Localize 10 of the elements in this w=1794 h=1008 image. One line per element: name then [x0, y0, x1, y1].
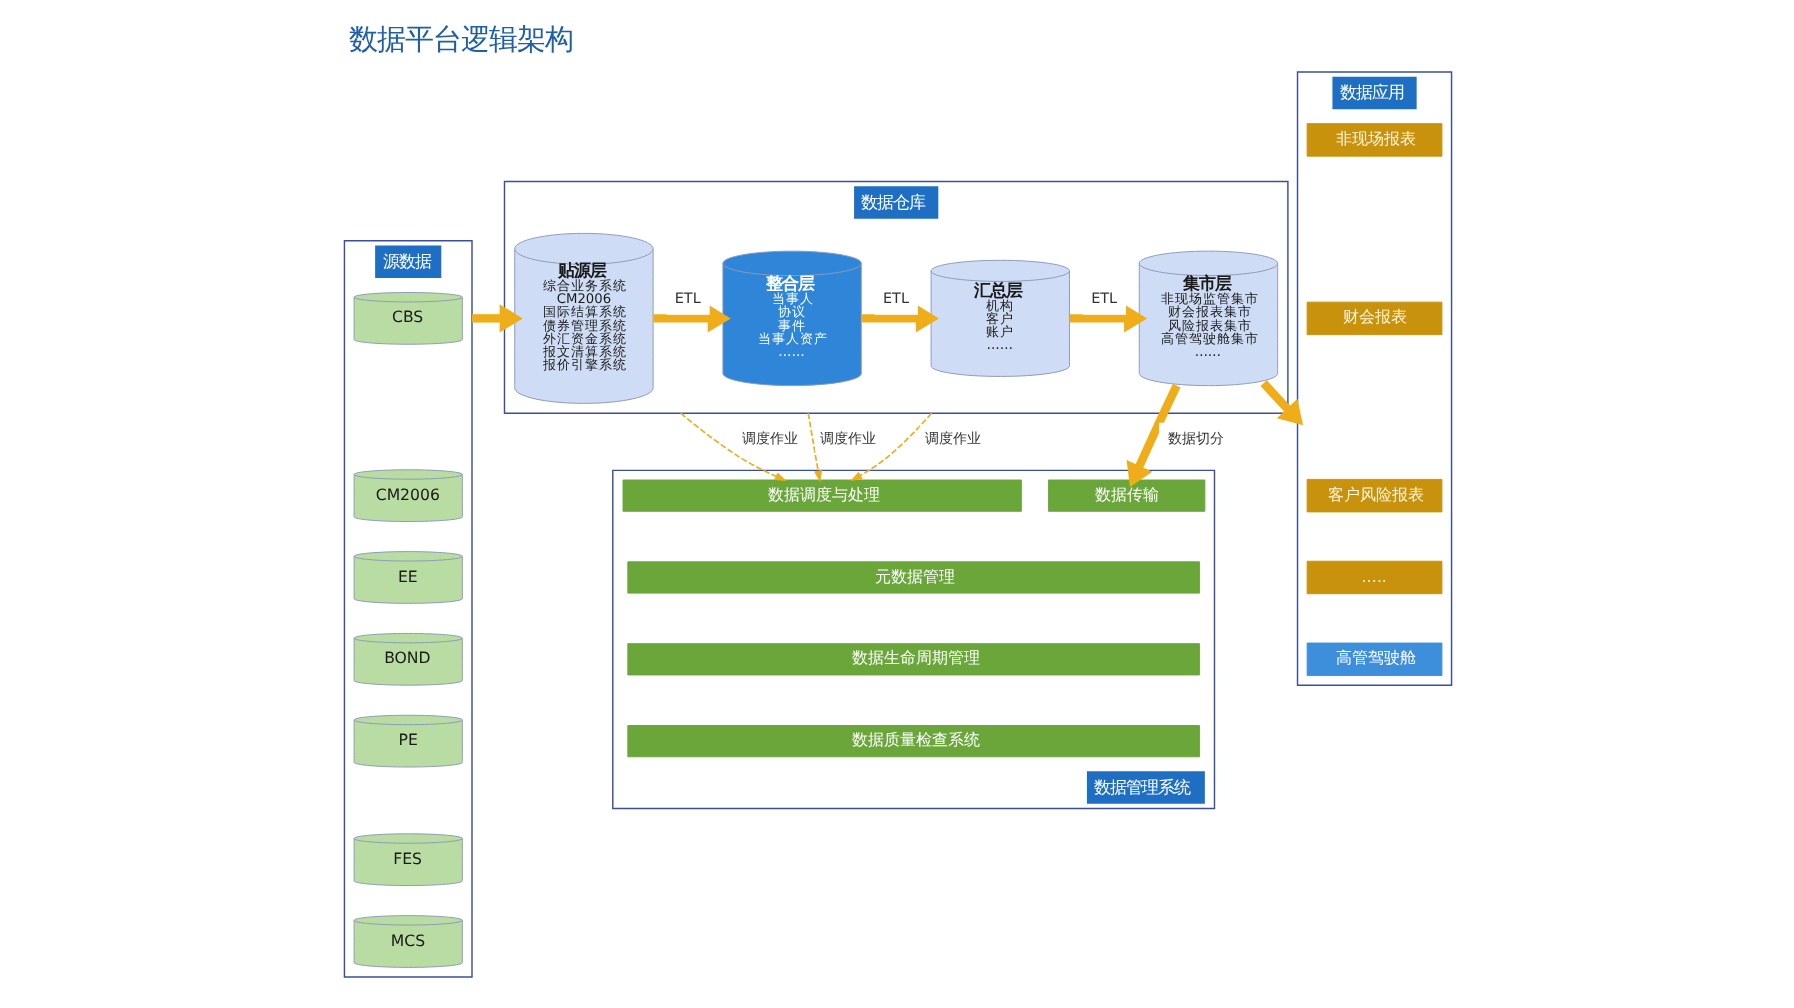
arrow	[849, 412, 932, 482]
arrow	[1259, 380, 1303, 426]
arrow	[678, 412, 786, 481]
arrow	[652, 304, 730, 333]
arrow	[806, 412, 822, 483]
arrow	[860, 304, 938, 333]
diagram-title: 数据平台逻辑架构	[347, 25, 572, 58]
arrow	[1125, 383, 1180, 487]
arrow	[471, 304, 522, 333]
arrow	[1068, 304, 1147, 333]
